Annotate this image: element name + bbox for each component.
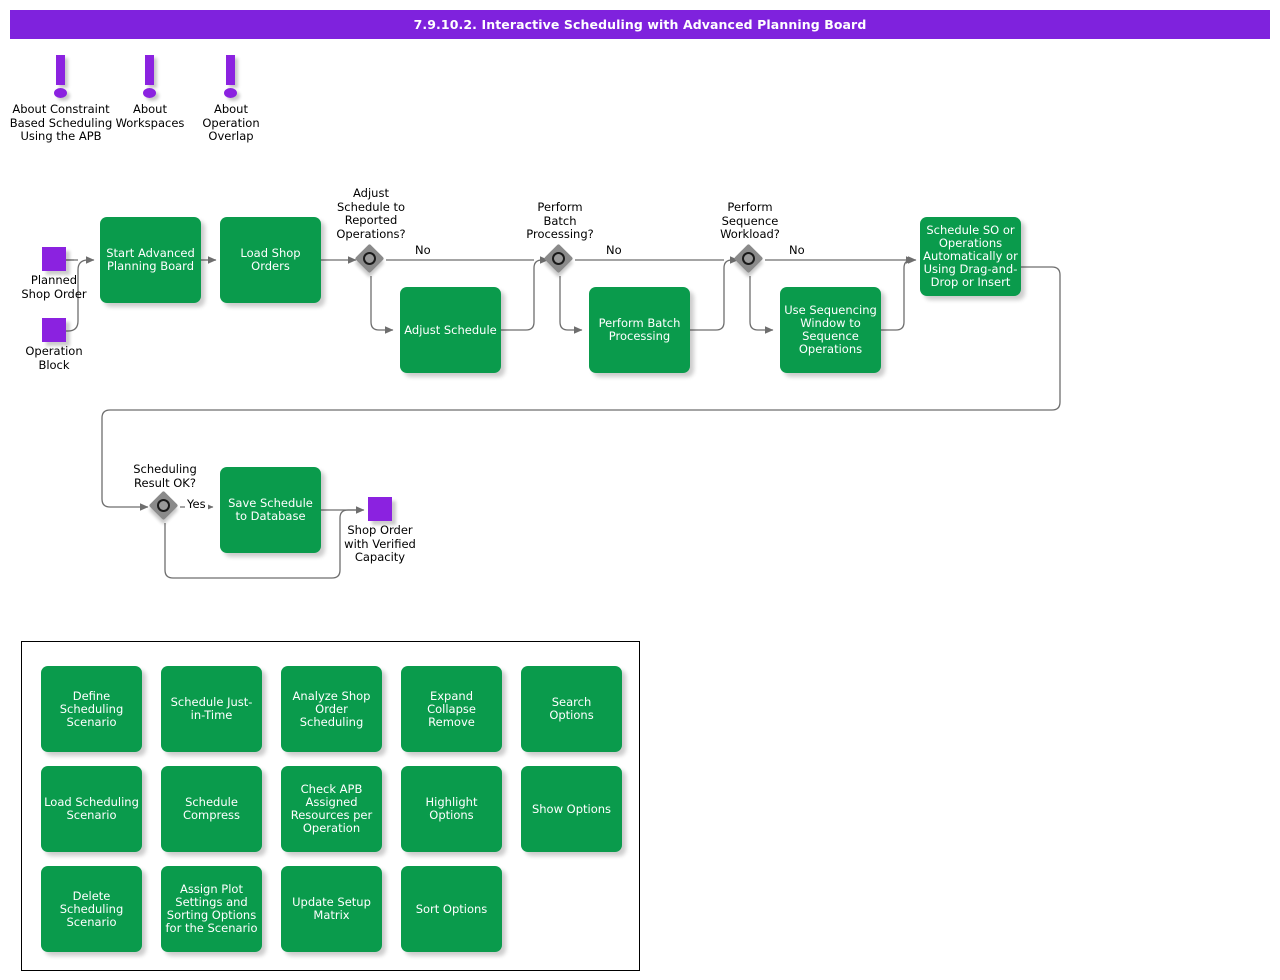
info-item-label: About Operation Overlap <box>202 102 260 143</box>
option-button-assign-plot-settings-and-sorting-options[interactable]: Assign Plot Settings and Sorting Options… <box>161 866 262 952</box>
edge-label-no-2: No <box>604 243 624 257</box>
process-node-label: Save Schedule to Database <box>228 496 313 523</box>
data-node-label: Planned Shop Order <box>21 273 87 301</box>
decision-label-scheduling-result-ok: Scheduling Result OK? <box>133 462 197 490</box>
process-node-adjust-schedule[interactable]: Adjust Schedule <box>400 287 501 373</box>
process-node-schedule-so-or-operations[interactable]: Schedule SO or Operations Automatically … <box>920 217 1021 296</box>
data-node-label: Operation Block <box>25 344 83 372</box>
decision-ring-icon <box>552 252 565 265</box>
option-button-label: Schedule Compress <box>182 795 241 822</box>
option-button-update-setup-matrix[interactable]: Update Setup Matrix <box>281 866 382 952</box>
info-item-about-constraint-based-scheduling[interactable]: About Constraint Based Scheduling Using … <box>2 55 120 144</box>
decision-node-perform-batch-processing[interactable] <box>543 243 575 275</box>
option-button-label: Check APB Assigned Resources per Operati… <box>290 782 373 835</box>
info-item-about-workspaces[interactable]: About Workspaces <box>112 55 188 130</box>
decision-node-scheduling-result-ok[interactable] <box>148 490 180 522</box>
data-node-shop-order-with-verified-capacity[interactable]: Shop Order with Verified Capacity <box>344 497 416 565</box>
option-button-label: Show Options <box>531 801 612 816</box>
process-node-load-shop-orders[interactable]: Load Shop Orders <box>220 217 321 303</box>
process-node-label: Use Sequencing Window to Sequence Operat… <box>784 303 877 356</box>
option-button-label: Expand Collapse Remove <box>427 688 476 729</box>
option-button-sort-options[interactable]: Sort Options <box>401 866 502 952</box>
process-node-save-schedule-to-database[interactable]: Save Schedule to Database <box>220 467 321 553</box>
decision-node-perform-sequence-workload[interactable] <box>733 243 765 275</box>
option-button-schedule-compress[interactable]: Schedule Compress <box>161 766 262 852</box>
process-node-use-sequencing-window[interactable]: Use Sequencing Window to Sequence Operat… <box>780 287 881 373</box>
process-node-label: Load Shop Orders <box>240 246 301 273</box>
option-button-label: Analyze Shop Order Scheduling <box>292 688 371 729</box>
data-node-label: Shop Order with Verified Capacity <box>344 523 416 564</box>
option-button-load-scheduling-scenario[interactable]: Load Scheduling Scenario <box>41 766 142 852</box>
option-button-delete-scheduling-scenario[interactable]: Delete Scheduling Scenario <box>41 866 142 952</box>
option-button-search-options[interactable]: Search Options <box>521 666 622 752</box>
option-button-expand-collapse-remove[interactable]: Expand Collapse Remove <box>401 666 502 752</box>
edge-label-no-1: No <box>413 243 433 257</box>
decision-label-perform-batch-processing: Perform Batch Processing? <box>526 200 594 241</box>
option-button-label: Highlight Options <box>425 795 478 822</box>
exclamation-icon <box>50 55 72 101</box>
info-item-label: About Constraint Based Scheduling Using … <box>9 102 113 143</box>
data-node-operation-block[interactable]: Operation Block <box>18 318 90 372</box>
option-button-label: Delete Scheduling Scenario <box>59 888 124 929</box>
option-button-label: Search Options <box>549 695 594 722</box>
info-item-label: About Workspaces <box>115 102 185 130</box>
process-node-start-advanced-planning-board[interactable]: Start Advanced Planning Board <box>100 217 201 303</box>
data-node-planned-shop-order[interactable]: Planned Shop Order <box>18 247 90 301</box>
edge-label-no-3: No <box>787 243 807 257</box>
decision-label-adjust-schedule-to-reported-operations: Adjust Schedule to Reported Operations? <box>336 186 406 241</box>
process-node-label: Start Advanced Planning Board <box>106 246 195 273</box>
page-title-bar: 7.9.10.2. Interactive Scheduling with Ad… <box>10 10 1270 39</box>
process-node-perform-batch-processing[interactable]: Perform Batch Processing <box>589 287 690 373</box>
option-button-label: Define Scheduling Scenario <box>59 688 124 729</box>
exclamation-icon <box>220 55 242 101</box>
option-button-label: Assign Plot Settings and Sorting Options… <box>165 882 258 935</box>
process-node-label: Schedule SO or Operations Automatically … <box>923 223 1018 289</box>
decision-node-adjust-schedule-to-reported-operations[interactable] <box>354 243 386 275</box>
exclamation-icon <box>139 55 161 101</box>
option-button-schedule-just-in-time[interactable]: Schedule Just- in-Time <box>161 666 262 752</box>
decision-ring-icon <box>742 252 755 265</box>
option-button-show-options[interactable]: Show Options <box>521 766 622 852</box>
option-button-highlight-options[interactable]: Highlight Options <box>401 766 502 852</box>
data-square-icon <box>42 247 66 271</box>
page-title: 7.9.10.2. Interactive Scheduling with Ad… <box>413 17 867 32</box>
decision-ring-icon <box>363 252 376 265</box>
edge-label-yes: Yes <box>185 497 208 511</box>
option-button-label: Sort Options <box>415 901 488 916</box>
info-item-about-operation-overlap[interactable]: About Operation Overlap <box>192 55 270 144</box>
option-button-define-scheduling-scenario[interactable]: Define Scheduling Scenario <box>41 666 142 752</box>
decision-label-perform-sequence-workload: Perform Sequence Workload? <box>720 200 780 241</box>
process-node-label: Perform Batch Processing <box>598 316 681 343</box>
option-button-check-apb-assigned-resources-per-operation[interactable]: Check APB Assigned Resources per Operati… <box>281 766 382 852</box>
option-button-label: Update Setup Matrix <box>292 895 371 922</box>
decision-ring-icon <box>157 499 170 512</box>
data-square-icon <box>368 497 392 521</box>
option-button-label: Schedule Just- in-Time <box>170 695 253 722</box>
process-node-label: Adjust Schedule <box>404 322 497 337</box>
options-panel: Define Scheduling Scenario Schedule Just… <box>21 641 640 971</box>
option-button-label: Load Scheduling Scenario <box>44 795 139 822</box>
option-button-analyze-shop-order-scheduling[interactable]: Analyze Shop Order Scheduling <box>281 666 382 752</box>
data-square-icon <box>42 318 66 342</box>
